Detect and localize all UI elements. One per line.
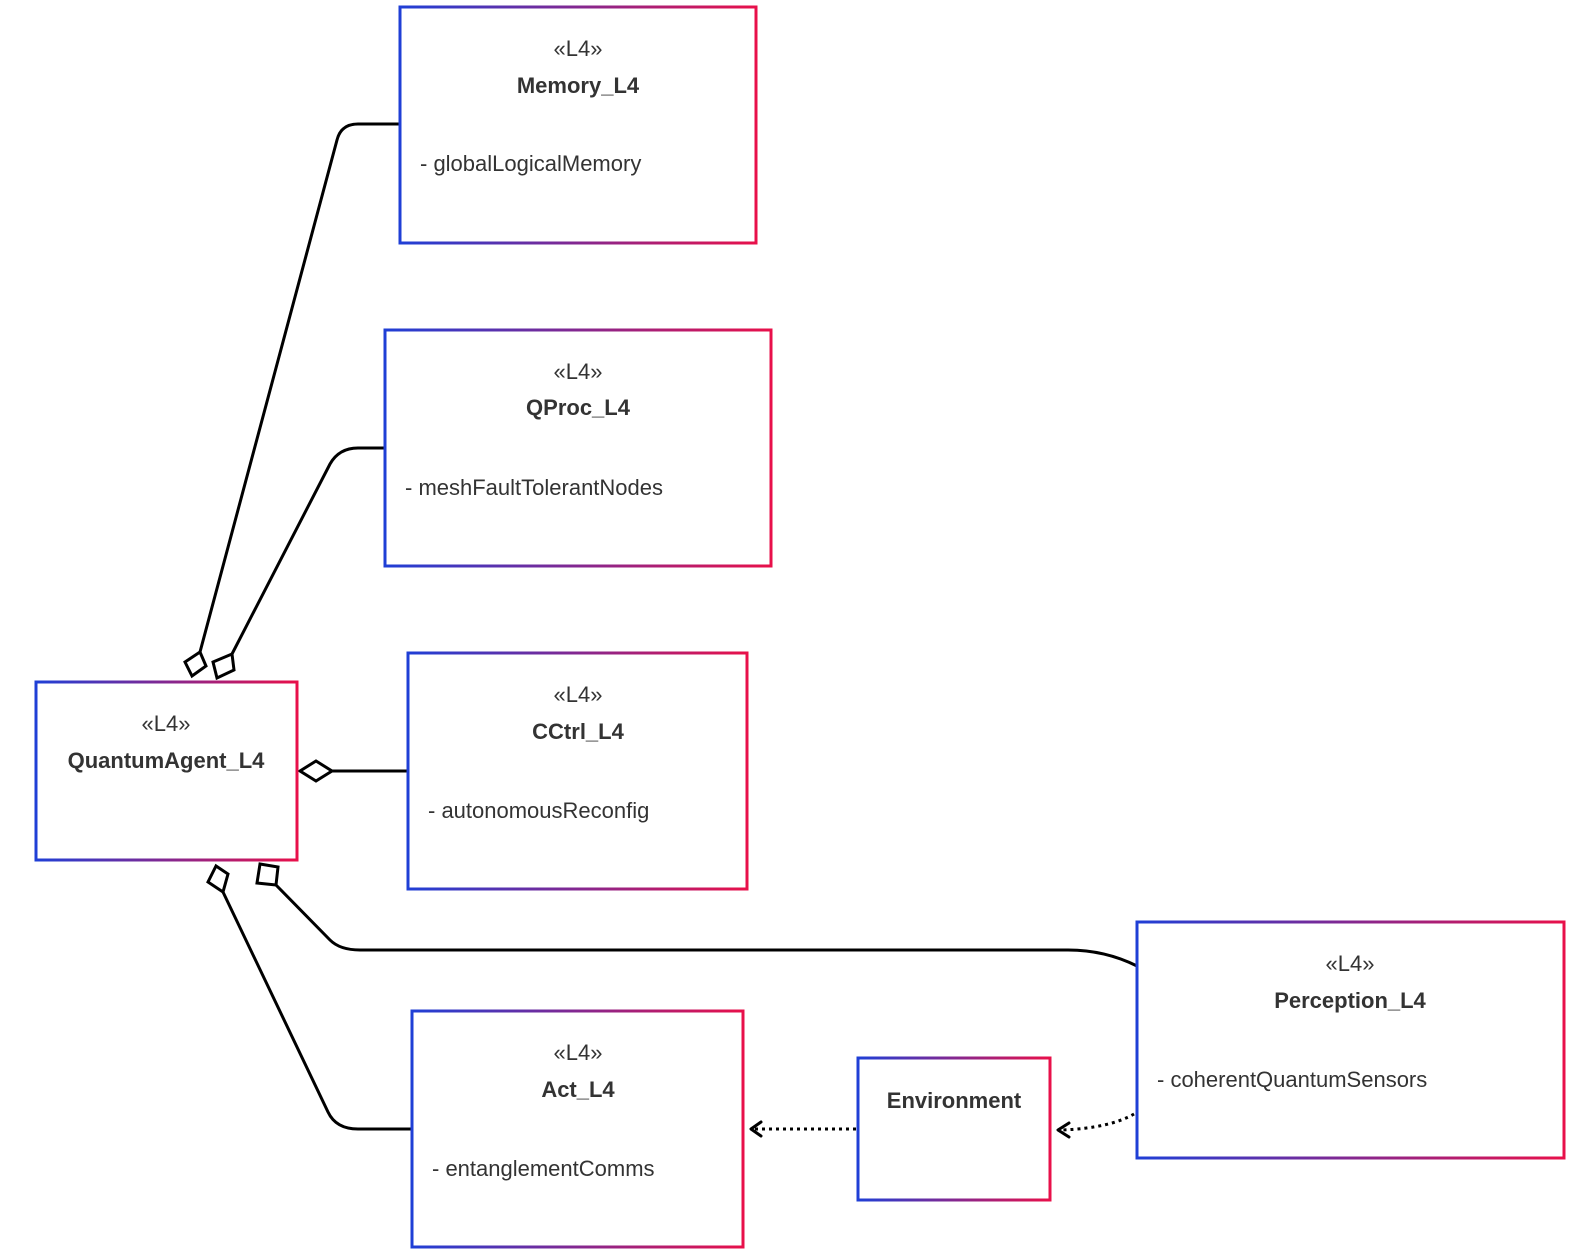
stereotype-label: «L4» (554, 359, 603, 384)
stereotype-label: «L4» (142, 711, 191, 736)
dependency-arrowhead-environment (1056, 1121, 1071, 1139)
class-environment[interactable]: Environment (856, 1056, 1052, 1202)
class-name: Perception_L4 (1274, 988, 1426, 1013)
attribute: - coherentQuantumSensors (1157, 1067, 1427, 1092)
stereotype-label: «L4» (1326, 951, 1375, 976)
edges (183, 122, 1138, 1139)
attribute: - meshFaultTolerantNodes (405, 475, 663, 500)
attribute: - globalLogicalMemory (420, 151, 641, 176)
class-memory[interactable]: «L4» Memory_L4 - globalLogicalMemory (398, 5, 758, 245)
aggregation-diamond-perception (255, 862, 280, 887)
attribute: - autonomousReconfig (428, 798, 649, 823)
class-name: Environment (887, 1088, 1022, 1113)
edge-agent-perception (274, 883, 1138, 968)
attribute: - entanglementComms (432, 1156, 655, 1181)
class-name: CCtrl_L4 (532, 719, 624, 744)
class-name: QProc_L4 (526, 395, 631, 420)
class-name: QuantumAgent_L4 (68, 748, 266, 773)
stereotype-label: «L4» (554, 682, 603, 707)
dependency-perception-environment (1061, 1112, 1135, 1132)
class-name: Memory_L4 (517, 73, 640, 98)
stereotype-label: «L4» (554, 36, 603, 61)
class-name: Act_L4 (541, 1077, 615, 1102)
class-quantum-agent[interactable]: «L4» QuantumAgent_L4 (34, 680, 299, 862)
edge-agent-memory (198, 122, 400, 653)
class-perception[interactable]: «L4» Perception_L4 - coherentQuantumSens… (1135, 920, 1566, 1160)
edge-agent-act (221, 891, 412, 1131)
class-cctrl[interactable]: «L4» CCtrl_L4 - autonomousReconfig (406, 651, 749, 891)
dependency-arrowhead-act (749, 1120, 763, 1138)
aggregation-diamond-qproc (211, 651, 236, 681)
class-act[interactable]: «L4» Act_L4 - entanglementComms (410, 1009, 745, 1249)
aggregation-diamond-cctrl (297, 759, 335, 783)
class-qproc[interactable]: «L4» QProc_L4 - meshFaultTolerantNodes (383, 328, 773, 568)
aggregation-diamond-memory (183, 649, 208, 679)
edge-agent-qproc (230, 446, 385, 655)
aggregation-diamond-act (206, 863, 230, 895)
stereotype-label: «L4» (554, 1040, 603, 1065)
